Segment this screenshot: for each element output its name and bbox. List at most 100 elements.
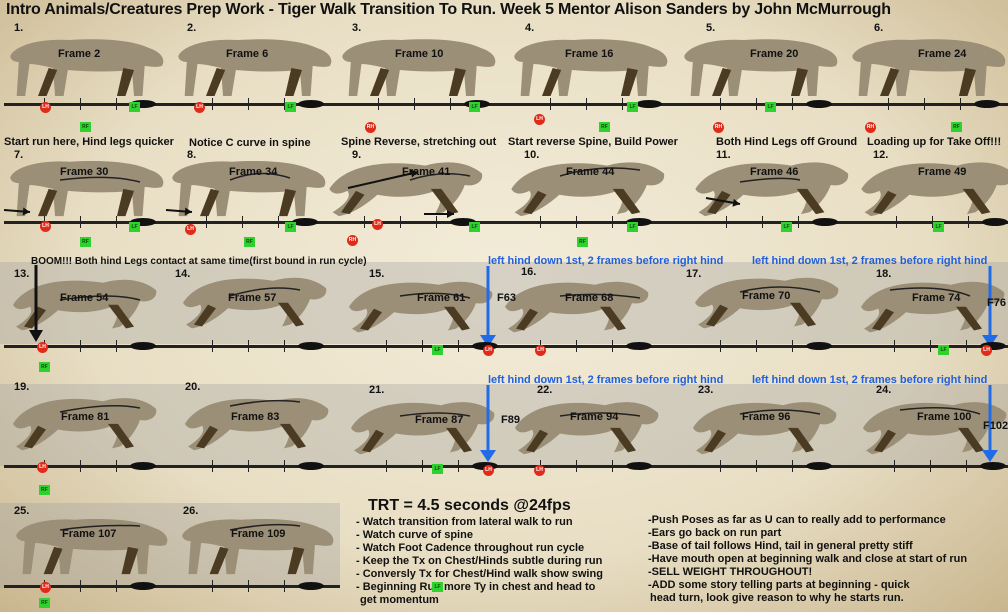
track-tick — [756, 340, 757, 352]
lh-marker: LH — [535, 345, 546, 356]
lf-marker: LF — [469, 222, 480, 232]
lh-marker: LH — [37, 462, 48, 473]
tiger-silhouette — [505, 281, 649, 333]
track-tick — [792, 98, 793, 110]
lf-marker: LF — [627, 222, 638, 232]
track-puck — [806, 100, 832, 108]
track-tick — [212, 340, 213, 352]
blue-annotation: left hind down 1st, 2 frames before righ… — [488, 374, 724, 386]
track-tick — [248, 460, 249, 472]
lh-marker: LH — [981, 345, 992, 356]
track-line — [4, 103, 1008, 106]
track-tick — [720, 340, 721, 352]
lf-marker: LF — [765, 102, 776, 112]
spine-line — [739, 177, 801, 183]
spine-line — [59, 405, 141, 413]
track-tick — [720, 98, 721, 110]
annotation: Start run here, Hind legs quicker — [4, 136, 174, 148]
arrow-head — [982, 335, 998, 347]
arrow-head — [410, 169, 418, 178]
extra-frame-label: F102 — [983, 420, 1008, 432]
frame-label: Frame 41 — [402, 166, 451, 178]
track-tick — [612, 460, 613, 472]
arrow-head — [732, 198, 740, 207]
track-tick — [116, 98, 117, 110]
rf-marker: RF — [80, 237, 91, 247]
track-tick — [116, 460, 117, 472]
frame-label: Frame 94 — [570, 411, 619, 423]
track-tick — [966, 460, 967, 472]
track-puck — [812, 218, 838, 226]
tiger-silhouette — [182, 519, 334, 575]
track-tick — [212, 460, 213, 472]
track-tick — [762, 216, 763, 228]
rf-marker: RF — [39, 598, 50, 608]
track-tick — [116, 580, 117, 592]
track-puck — [626, 218, 652, 226]
tiger-silhouette — [861, 281, 1005, 333]
annotation: Both Hind Legs off Ground — [716, 136, 858, 148]
cell-number: 7. — [14, 149, 24, 161]
spine-line — [229, 172, 291, 181]
track-tick — [968, 216, 969, 228]
tiger-silhouette — [863, 402, 1007, 455]
track-puck — [298, 100, 324, 108]
frame-label: Frame 57 — [228, 292, 277, 304]
track-tick — [422, 460, 423, 472]
cell-number: 24. — [876, 384, 892, 396]
tiger-silhouette — [183, 277, 327, 329]
lf-marker: LF — [432, 345, 443, 355]
frame-label: Frame 46 — [750, 166, 799, 178]
note-line: - Keep the Tx on Chest/Hinds subtle duri… — [356, 555, 603, 567]
cell-number: 14. — [175, 268, 191, 280]
lh-marker: LH — [483, 345, 494, 356]
frame-label: Frame 2 — [58, 48, 101, 60]
track-puck — [974, 100, 1000, 108]
rh-marker: RH — [713, 122, 724, 133]
track-tick — [248, 98, 249, 110]
frame-label: Frame 49 — [918, 166, 967, 178]
frame-label: Frame 68 — [565, 292, 614, 304]
tiger-silhouette — [13, 279, 157, 331]
cell-number: 2. — [187, 22, 197, 34]
note-line: -Have mouth open at beginning walk and c… — [648, 553, 968, 565]
track-tick — [80, 216, 81, 228]
lf-marker: LF — [938, 345, 949, 355]
lh-marker: LH — [483, 465, 494, 476]
cell-number: 20. — [185, 381, 201, 393]
track-puck — [130, 462, 156, 470]
lh-marker: LH — [534, 114, 545, 125]
spine-line — [899, 407, 981, 415]
frame-label: Frame 107 — [62, 528, 117, 540]
lh-marker: LH — [40, 102, 51, 113]
cell-number: 21. — [369, 384, 385, 396]
rf-marker: RF — [39, 362, 50, 372]
arrow-head — [982, 450, 998, 462]
track-tick — [80, 340, 81, 352]
track-tick — [894, 460, 895, 472]
frame-label: Frame 16 — [565, 48, 614, 60]
frame-label: Frame 70 — [742, 290, 791, 302]
lh-marker: LH — [185, 224, 196, 235]
cell-number: 5. — [706, 22, 716, 34]
tiger-silhouette — [511, 162, 665, 217]
track-puck — [806, 462, 832, 470]
cell-number: 4. — [525, 22, 535, 34]
lh-marker: LH — [194, 102, 205, 113]
track-tick — [894, 340, 895, 352]
track-tick — [458, 460, 459, 472]
blue-annotation: left hind down 1st, 2 frames before righ… — [752, 374, 988, 386]
track-tick — [414, 98, 415, 110]
note-line: - Watch Foot Cadence throughout run cycl… — [356, 542, 585, 554]
track-tick — [720, 460, 721, 472]
lh-marker: LH — [40, 221, 51, 232]
rf-marker: RF — [599, 122, 610, 132]
frame-label: Frame 109 — [231, 528, 286, 540]
spine-line — [399, 292, 471, 299]
track-tick — [248, 340, 249, 352]
cell-number: 19. — [14, 381, 30, 393]
blue-annotation: left hind down 1st, 2 frames before righ… — [752, 255, 988, 267]
arrow-head — [29, 330, 43, 342]
